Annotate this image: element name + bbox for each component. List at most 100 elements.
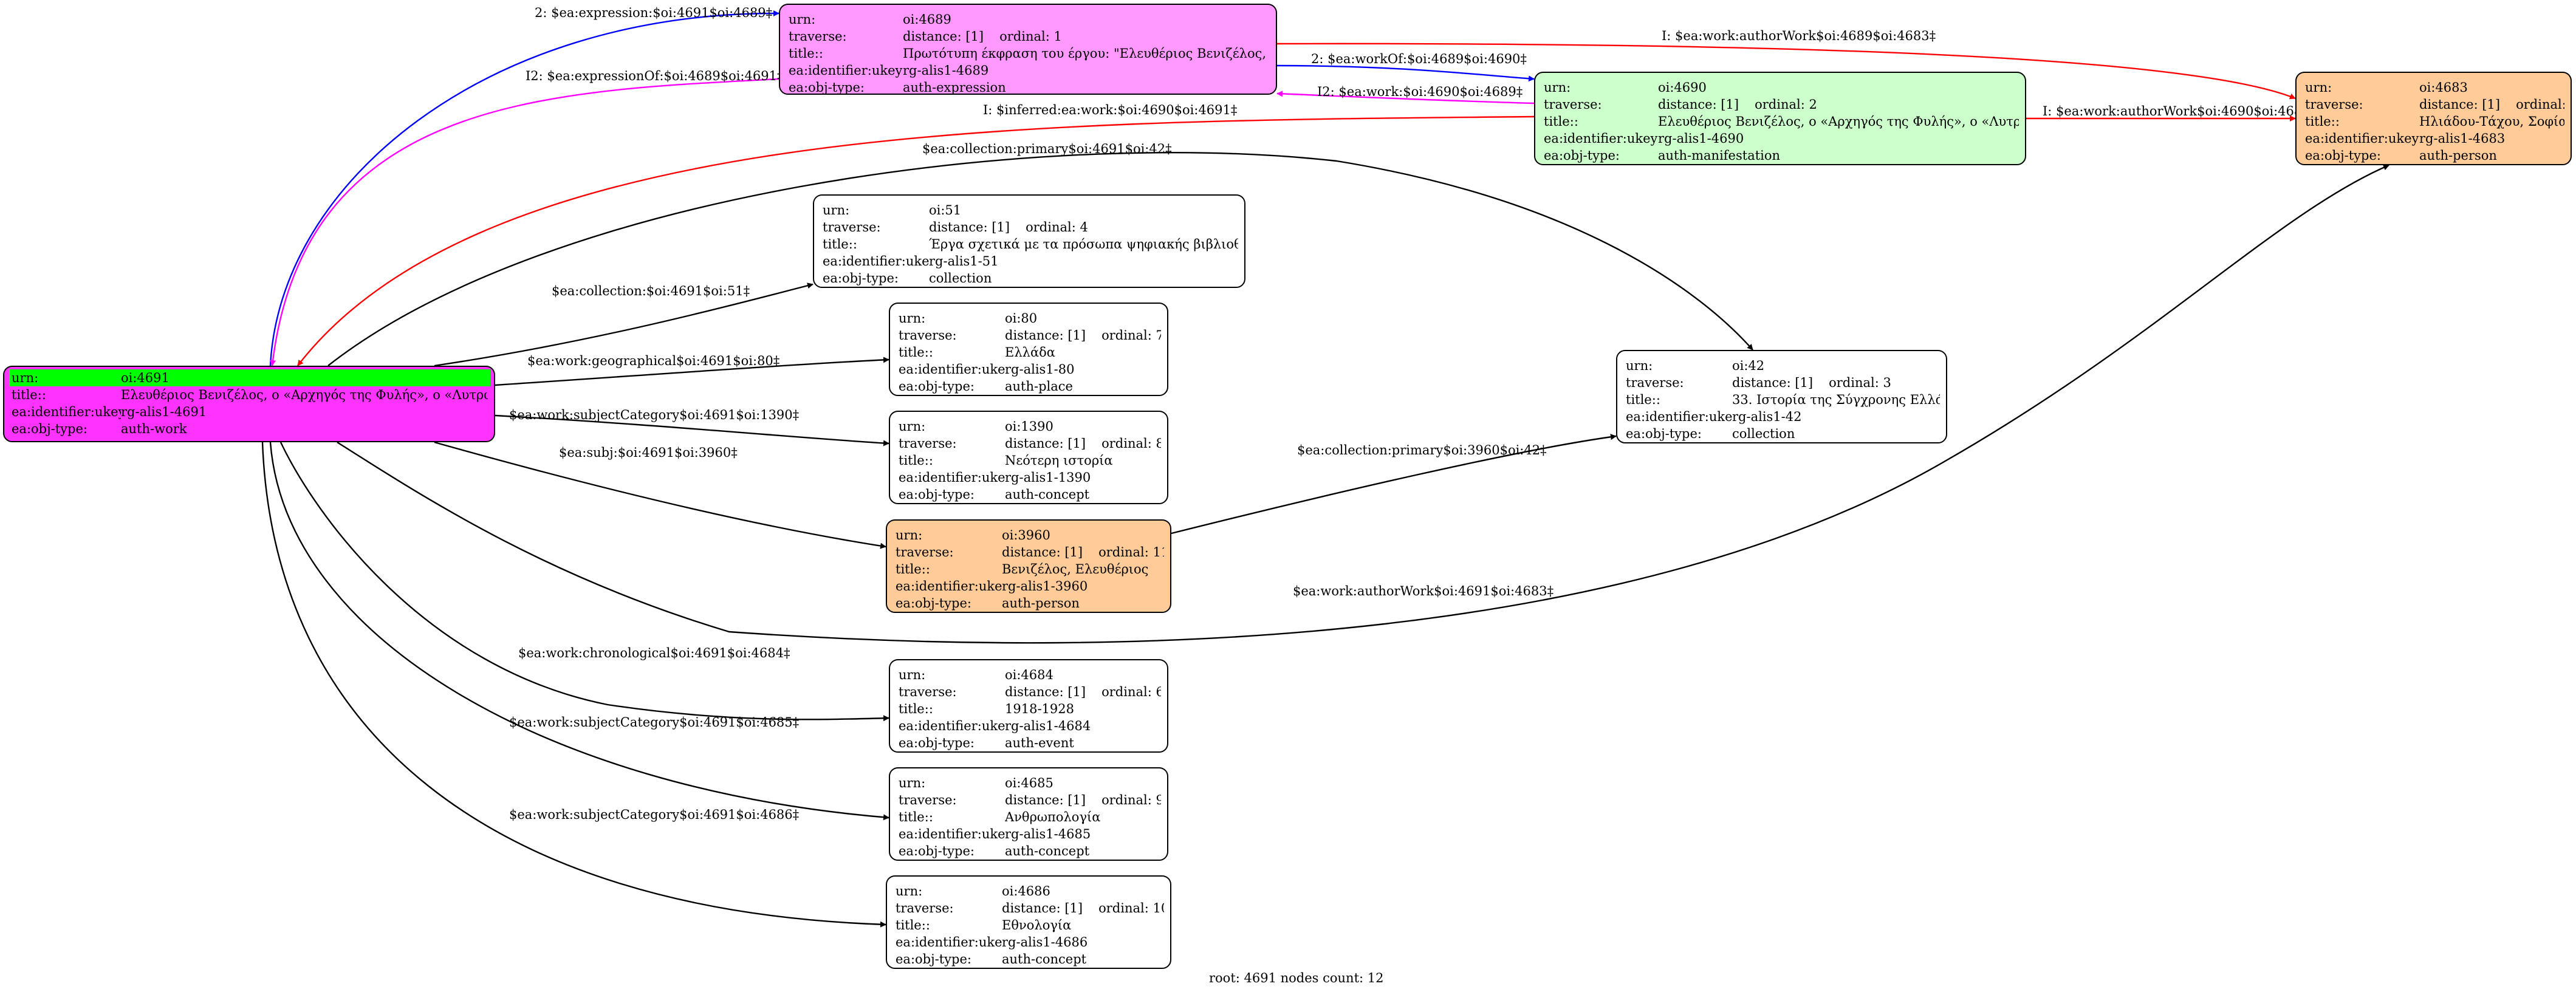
node-field-key: title:: — [12, 388, 46, 402]
node-field-value: Πρωτότυπη έκφραση του έργου: "Ελευθέριος… — [903, 46, 1270, 61]
node-field-key: urn: — [899, 419, 926, 434]
graph-edge-6 — [495, 357, 889, 386]
node-field-value: auth-person — [2419, 148, 2497, 163]
node-field-ordinal: ordinal: 7 — [1101, 328, 1161, 343]
node-field-key: ea:identifier:ukey — [789, 63, 903, 78]
graph-edge-10 — [279, 442, 889, 722]
node-field-key: urn: — [899, 311, 926, 326]
node-field-row: title::Ηλιάδου-Τάχου, Σοφία — [2305, 113, 2564, 130]
node-field-row: urn:oi:1390 — [899, 418, 1161, 435]
graph-edge-7 — [495, 414, 889, 446]
node-field-key: urn: — [823, 203, 850, 217]
node-field-value: rg-alis1-51 — [929, 254, 999, 269]
node-field-row: ea:obj-type:auth-work — [12, 420, 488, 437]
node-field-value: rg-alis1-3960 — [1002, 579, 1088, 593]
node-field-key: ea:identifier:ukey — [896, 935, 1002, 949]
node-field-row: title::Βενιζέλος, Ελευθέριος — [896, 561, 1164, 578]
node-field-key: ea:obj-type: — [896, 596, 971, 611]
node-field-row: title::1918-1928 — [899, 700, 1161, 717]
node-field-value: rg-alis1-1390 — [1005, 470, 1091, 485]
node-field-key: ea:identifier:ukey — [899, 470, 1005, 485]
node-field-key: title:: — [1626, 392, 1660, 407]
node-field-row: traverse:distance: [1]ordinal: 7 — [899, 327, 1161, 344]
node-field-key: traverse: — [789, 29, 847, 44]
node-field-value: rg-alis1-80 — [1005, 362, 1075, 377]
node-field-key: traverse: — [2305, 97, 2363, 112]
node-field-value: distance: [1] — [1002, 901, 1083, 915]
node-field-ordinal: ordinal: 8 — [1101, 436, 1161, 451]
graph-edge-label: $ea:collection:primary$oi:3960$oi:42‡ — [1297, 443, 1547, 457]
node-field-row: title::Έργα σχετικά με τα πρόσωπα ψηφιακ… — [823, 236, 1238, 253]
node-field-value: auth-manifestation — [1658, 148, 1781, 163]
node-field-value: oi:4686 — [1002, 884, 1050, 898]
node-field-value: collection — [929, 271, 992, 286]
node-field-value: Ελευθέριος Βενιζέλος, ο «Αρχηγός της Φυλ… — [121, 388, 488, 402]
node-field-row: traverse:distance: [1]ordinal: 4 — [823, 219, 1238, 236]
node-field-key: urn: — [2305, 80, 2332, 95]
node-field-value: distance: [1] — [1005, 436, 1086, 451]
node-field-key: ea:obj-type: — [2305, 148, 2381, 163]
node-field-value: distance: [1] — [903, 29, 984, 44]
graph-edge-label: $ea:work:chronological$oi:4691$oi:4684‡ — [518, 646, 790, 660]
node-field-row: traverse:distance: [1]ordinal: 11 — [896, 544, 1164, 561]
node-field-value: oi:51 — [929, 203, 962, 217]
graph-edge-label: $ea:collection:primary$oi:4691$oi:42‡ — [922, 142, 1172, 156]
node-field-key: ea:obj-type: — [789, 80, 865, 95]
node-field-row: ea:obj-type:auth-event — [899, 734, 1161, 751]
graph-edge-label: I: $inferred:ea:work:$oi:4690$oi:4691‡ — [983, 103, 1237, 117]
node-field-key: traverse: — [899, 436, 957, 451]
node-field-row: urn:oi:4690 — [1544, 79, 2019, 96]
graph-edge-label: I2: $ea:work:$oi:4690$oi:4689‡ — [1317, 84, 1523, 99]
node-field-value: auth-place — [1005, 379, 1073, 394]
graph-edge-label: $ea:work:subjectCategory$oi:4691$oi:4686… — [509, 807, 799, 822]
node-field-row: urn:oi:4683 — [2305, 79, 2564, 96]
node-field-row: ea:obj-type:auth-manifestation — [1544, 147, 2019, 164]
graph-edge-12 — [261, 442, 886, 928]
graph-edge-17 — [1171, 434, 1617, 535]
node-field-key: ea:identifier:ukey — [899, 719, 1005, 733]
graph-edge-label: 2: $ea:workOf:$oi:4689$oi:4690‡ — [1311, 52, 1527, 66]
node-field-value: rg-alis1-4689 — [903, 63, 989, 78]
node-field-row: traverse:distance: [1]ordinal: 2 — [1544, 96, 2019, 113]
node-field-row: title::33. Ιστορία της Σύγχρονης Ελλάδας — [1626, 391, 1940, 408]
node-field-key: ea:identifier:ukey — [1544, 131, 1658, 146]
node-field-key: title:: — [899, 810, 933, 824]
node-field-ordinal: ordinal: 1 — [999, 29, 1062, 44]
node-field-key: traverse: — [1544, 97, 1602, 112]
graph-edge-9 — [337, 164, 2389, 644]
graph-edge-label: $ea:collection:$oi:4691$oi:51‡ — [552, 284, 750, 298]
node-field-value: auth-event — [1005, 736, 1074, 750]
graph-edge-5 — [434, 282, 814, 367]
node-field-row: traverse:distance: [1]ordinal: 3 — [1626, 374, 1940, 391]
node-field-value: rg-alis1-42 — [1732, 409, 1802, 424]
node-field-key: ea:identifier:ukey — [1626, 409, 1732, 424]
node-field-row: ea:obj-type:auth-expression — [789, 79, 1270, 95]
node-field-row: urn:oi:3960 — [896, 527, 1164, 544]
node-field-ordinal: ordinal: 10 — [1098, 901, 1164, 915]
node-field-value: rg-alis1-4686 — [1002, 935, 1088, 949]
node-field-key: ea:obj-type: — [899, 487, 975, 502]
graph-edge-label: I: $ea:work:authorWork$oi:4690$oi:4683‡ — [2043, 104, 2317, 118]
node-field-row: urn:oi:4686 — [896, 883, 1164, 900]
node-field-value: rg-alis1-4691 — [121, 405, 207, 419]
node-field-row: traverse:distance: [1]ordinal: 10 — [896, 900, 1164, 917]
graph-node-51[interactable]: urn: oi:51 traverse:distance: [1]ordinal: … — [813, 194, 1245, 288]
node-field-key: urn: — [1544, 80, 1571, 95]
node-field-key: urn: — [12, 371, 39, 385]
